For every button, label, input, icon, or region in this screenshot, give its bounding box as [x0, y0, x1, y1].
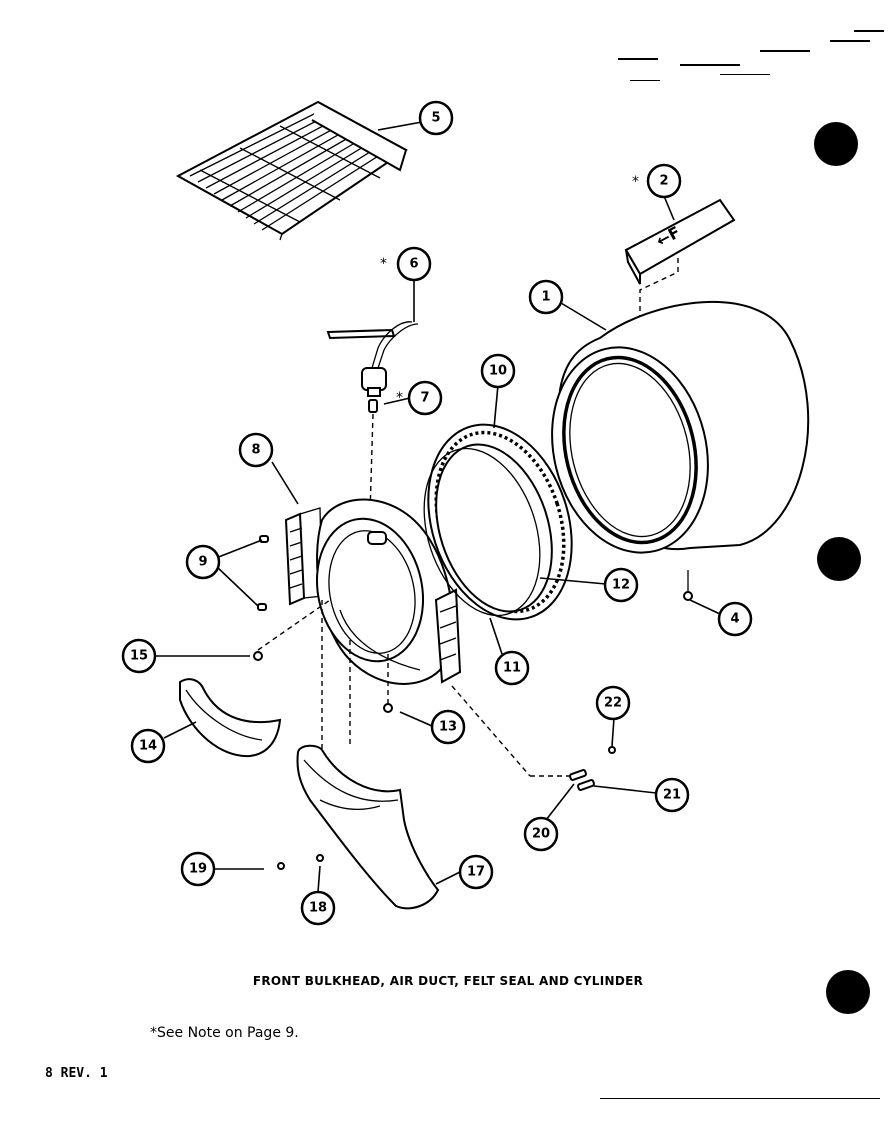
callout-7: 7: [407, 380, 443, 416]
fasteners: [253, 535, 693, 870]
footnote: *See Note on Page 9.: [150, 1025, 299, 1041]
lint-screen-part-5: [175, 100, 408, 241]
svg-text:19: 19: [189, 862, 207, 877]
svg-text:15: 15: [130, 649, 148, 664]
svg-text:11: 11: [503, 661, 521, 676]
callout-19: 19: [180, 851, 216, 887]
callout-6: 6: [396, 246, 432, 282]
callout-10: 10: [480, 353, 516, 389]
asterisk-part-2: *: [632, 174, 639, 190]
callout-9: 9: [185, 544, 221, 580]
binder-hole-top: [814, 122, 858, 166]
binder-hole-bottom: [826, 970, 870, 1014]
svg-text:10: 10: [489, 364, 507, 379]
callout-20: 20: [523, 816, 559, 852]
callout-4: 4: [717, 601, 753, 637]
asterisk-part-6: *: [380, 256, 387, 272]
air-duct-part-17: [296, 600, 440, 910]
callout-14: 14: [130, 728, 166, 764]
asterisk-part-7: *: [396, 390, 403, 406]
callout-17: 17: [458, 854, 494, 890]
felt-seal-part-10: [423, 423, 573, 777]
scan-noise: [600, 30, 884, 1099]
callout-21: 21: [654, 777, 690, 813]
leader-lines: [154, 121, 721, 893]
callout-12: 12: [603, 567, 639, 603]
callout-11: 11: [494, 650, 530, 686]
diagram-caption: FRONT BULKHEAD, AIR DUCT, FELT SEAL AND …: [252, 974, 644, 988]
callout-1: 1: [528, 279, 564, 315]
svg-text:17: 17: [467, 865, 485, 880]
svg-text:8: 8: [251, 443, 260, 458]
svg-text:2: 2: [659, 174, 668, 189]
thermostat-part-6: [326, 321, 419, 397]
page-revision-id: 8 REV. 1: [45, 1066, 108, 1081]
callout-8: 8: [238, 432, 274, 468]
callout-5: 5: [418, 100, 454, 136]
bracket-part-8: [284, 507, 323, 606]
binder-hole-middle: [817, 537, 861, 581]
svg-text:18: 18: [309, 901, 327, 916]
svg-text:9: 9: [198, 555, 207, 570]
callout-15: 15: [121, 638, 157, 674]
callout-13: 13: [430, 709, 466, 745]
drum-cylinder-part-1: [551, 300, 810, 554]
front-bulkhead: [315, 498, 462, 685]
svg-text:22: 22: [604, 696, 622, 711]
svg-text:12: 12: [612, 578, 630, 593]
svg-text:6: 6: [409, 257, 418, 272]
svg-text:4: 4: [730, 612, 739, 627]
svg-text:7: 7: [420, 391, 429, 406]
svg-text:14: 14: [139, 739, 157, 754]
svg-text:21: 21: [663, 788, 681, 803]
svg-text:1: 1: [541, 290, 550, 305]
svg-text:5: 5: [431, 111, 440, 126]
svg-text:20: 20: [532, 827, 550, 842]
callout-18: 18: [300, 890, 336, 926]
svg-text:13: 13: [439, 720, 457, 735]
lower-trim-part-14: [179, 678, 282, 758]
callout-2: 2: [646, 163, 682, 199]
callout-22: 22: [595, 685, 631, 721]
